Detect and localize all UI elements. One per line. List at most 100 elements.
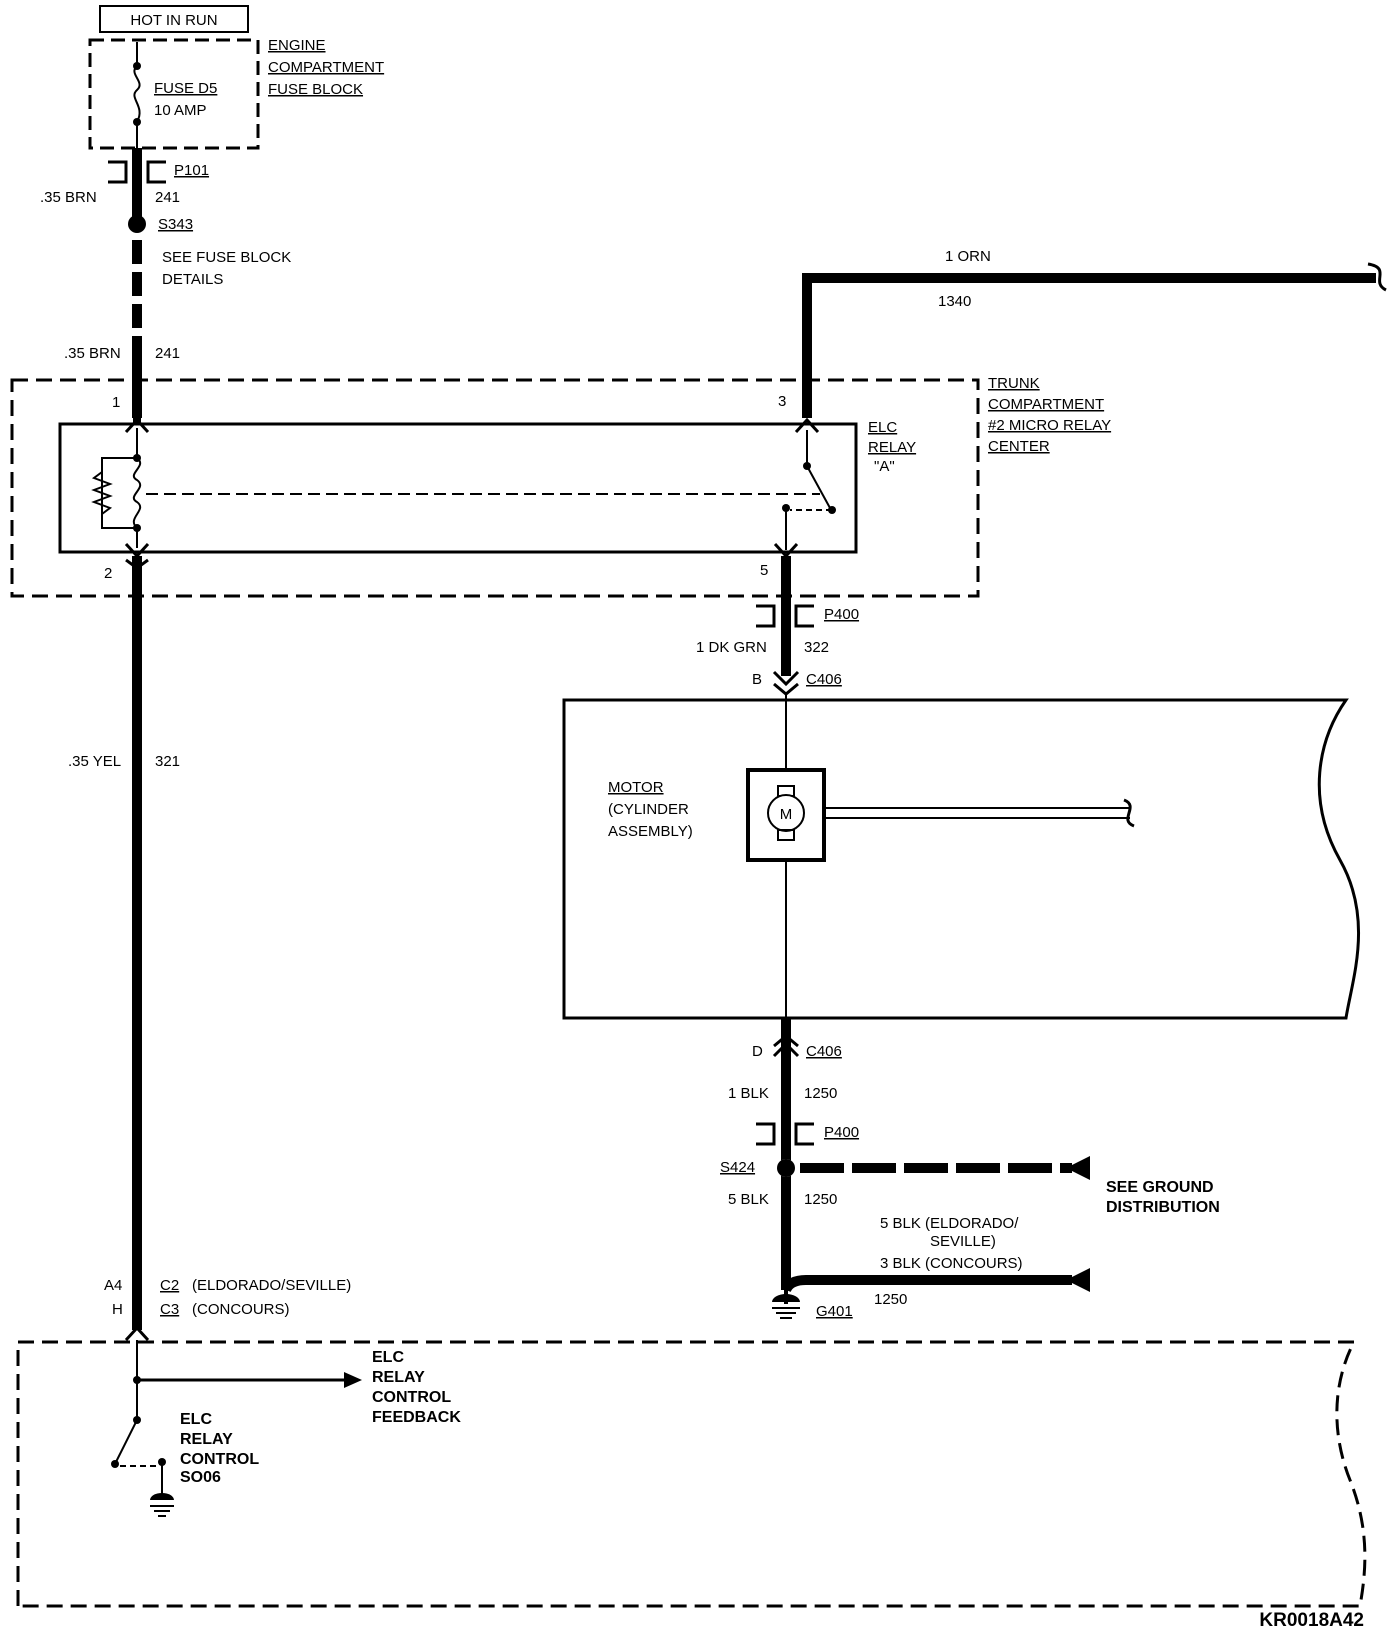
c3-label: C3 [160,1301,179,1318]
p101-connector-right [146,160,166,184]
relay-control-label-2: RELAY [180,1431,233,1448]
motor-symbol: M [780,806,793,823]
wire-1340-continuation-mark [1367,262,1387,292]
pin-h-label: H [112,1301,123,1318]
pin-3-terminal [794,417,820,434]
see-ground-label-2: DISTRIBUTION [1106,1199,1220,1216]
relay-feedback-label-1: ELC [372,1349,404,1366]
c2-label: C2 [160,1277,179,1294]
control-switch-contact-a [111,1460,119,1468]
wire-35brn-upper-label: .35 BRN [40,189,97,206]
circuit-1340-label: 1340 [938,293,971,310]
figure-code: KR0018A42 [1259,1610,1364,1631]
circuit-1250-label-1: 1250 [804,1085,837,1102]
c406-lower-terminal-2 [773,1034,799,1048]
c406-lower-terminal [772,1041,800,1058]
trunk-relay-center-label-4: CENTER [988,438,1050,455]
motor-shaft-break-mark [1123,798,1135,828]
relay-feedback-label-3: CONTROL [372,1389,451,1406]
circuit-241-upper-label: 241 [155,189,180,206]
hot-in-run-box [99,5,249,33]
c406-lower-label: C406 [806,1043,842,1060]
pin-1-label: 1 [112,394,120,411]
p101-connector-left [108,160,128,184]
see-fuse-block-label-1: SEE FUSE BLOCK [162,249,291,266]
motor-housing-outline [562,698,1361,1020]
wire-5blk-label: 5 BLK [728,1191,769,1208]
circuit-241-lower-label: 241 [155,345,180,362]
c2-c3-terminal [124,1325,150,1342]
s424-splice-dot [777,1159,795,1177]
c406-upper-label: C406 [806,671,842,688]
engine-fuse-block-label-2: COMPARTMENT [268,59,384,76]
see-ground-label-1: SEE GROUND [1106,1179,1214,1196]
motor-label-1: MOTOR [608,779,664,796]
control-module-outline [16,1340,1367,1608]
circuit-1250-label-2: 1250 [804,1191,837,1208]
relay-control-label-1: ELC [180,1411,212,1428]
pin-b-label: B [752,671,762,688]
hot-in-run-label: HOT IN RUN [130,12,217,29]
g401-label: G401 [816,1303,853,1320]
engine-fuse-block-outline [88,38,260,150]
circuit-322-label: 322 [804,639,829,656]
engine-fuse-block-label-3: FUSE BLOCK [268,81,363,98]
trunk-relay-center-label-2: COMPARTMENT [988,396,1104,413]
control-ground-icon [150,1493,174,1500]
trunk-relay-center-label-3: #2 MICRO RELAY [988,417,1111,434]
coil-resistor-bracket [101,457,137,529]
wire-1dkgrn-label: 1 DK GRN [696,639,767,656]
pin-d-label: D [752,1043,763,1060]
motor-label-2: (CYLINDER [608,801,689,818]
p101-label: P101 [174,162,209,179]
elc-relay-label-1: ELC [868,419,897,436]
pin-a4-label: A4 [104,1277,122,1294]
p400-lower-connector-right [794,1122,814,1146]
pin-3-label: 3 [778,393,786,410]
c3-note: (CONCOURS) [192,1301,290,1318]
circuit-1250-label-3: 1250 [874,1291,907,1308]
elc-relay-label-2: RELAY [868,439,916,456]
control-switch-arm [115,1419,138,1463]
alt-ground-wire [781,1275,1072,1293]
fuse-name: FUSE D5 [154,80,217,97]
pin-1-terminal [124,417,150,434]
g401-ground-icon [772,1294,800,1302]
relay-feedback-label-4: FEEDBACK [372,1409,461,1426]
pin-5-label: 5 [760,562,768,579]
engine-fuse-block-label-1: ENGINE [268,37,326,54]
trunk-relay-center-label-1: TRUNK [988,375,1040,392]
see-ground-arrow [1066,1156,1090,1180]
p400-upper-connector-right [794,604,814,628]
p400-upper-label: P400 [824,606,859,623]
c406-upper-terminal [772,670,800,687]
wire-1blk-label: 1 BLK [728,1085,769,1102]
wire-1orn-label: 1 ORN [945,248,991,265]
elc-relay-box [58,422,858,554]
wire-1340 [802,273,1376,418]
c2-note: (ELDORADO/SEVILLE) [192,1277,351,1294]
alt-wire-label-1: 5 BLK (ELDORADO/ [880,1215,1019,1232]
relay-coil [132,457,142,529]
alt-wire-label-2: SEVILLE) [930,1233,996,1250]
pin-2-label: 2 [104,565,112,582]
s424-label: S424 [720,1159,755,1176]
alt-wire-label-3: 3 BLK (CONCOURS) [880,1255,1023,1272]
p400-lower-label: P400 [824,1124,859,1141]
see-fuse-block-label-2: DETAILS [162,271,223,288]
feedback-arrow [344,1372,362,1388]
coil-resistor [91,471,113,515]
alt-ground-arrow [1066,1268,1090,1292]
p400-upper-connector-left [756,604,776,628]
fuse-rating: 10 AMP [154,102,207,119]
s343-label: S343 [158,216,193,233]
elc-relay-label-3: "A" [874,458,895,475]
s343-splice [128,215,146,233]
fuse-d5-symbol [133,65,141,123]
wire-35yel-label: .35 YEL [68,753,121,770]
relay-control-label-4: SO06 [180,1469,221,1486]
relay-switch-arm [806,465,831,509]
motor-brush-bottom [777,829,795,841]
relay-feedback-label-2: RELAY [372,1369,425,1386]
